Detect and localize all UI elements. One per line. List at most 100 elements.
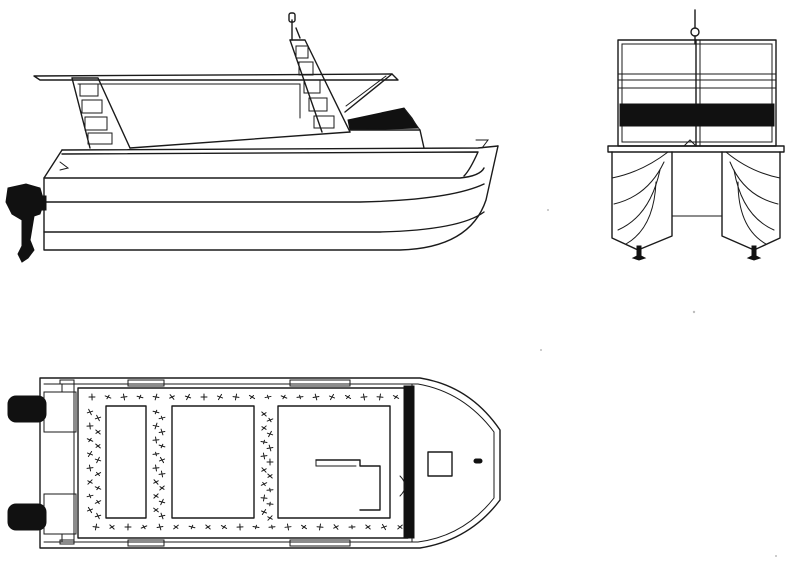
outboard-motor	[5, 183, 47, 263]
deck-texture-mark	[267, 516, 273, 520]
deck-texture-mark	[262, 481, 266, 487]
deck-texture-mark	[299, 394, 301, 400]
deck-texture-mark	[184, 395, 192, 399]
deck-texture-mark	[267, 474, 273, 478]
deck-texture-mark	[88, 437, 92, 443]
deck-texture-mark	[158, 473, 166, 475]
deck-texture-mark	[154, 409, 158, 415]
deck-texture-mark	[261, 426, 267, 430]
deck-texture-mark	[152, 439, 160, 441]
deck-texture-mark	[153, 480, 159, 484]
deck-texture-mark	[86, 508, 94, 512]
deck-texture-mark	[249, 394, 255, 400]
plan-view	[7, 377, 501, 549]
side-elevation-view	[5, 12, 499, 263]
deck-texture-mark	[142, 524, 146, 530]
right-hull	[721, 151, 781, 251]
deck-texture-mark	[255, 524, 257, 530]
deck-texture-mark	[158, 500, 166, 504]
deck-texture-mark	[205, 525, 211, 529]
deck-texture-mark	[158, 430, 166, 434]
deck-texture-mark	[263, 439, 265, 445]
hull	[43, 145, 499, 251]
deck-texture-mark	[380, 525, 388, 529]
deck-texture-mark	[96, 499, 100, 505]
deck-texture-mark	[156, 526, 164, 528]
hatch-middle	[171, 405, 255, 519]
deck-texture-mark	[152, 396, 160, 398]
deck-texture-mark	[153, 494, 159, 498]
deck-texture-mark	[282, 394, 286, 400]
deck-texture-mark	[260, 455, 268, 457]
deck-texture-mark	[160, 443, 164, 449]
deck-texture-mark	[86, 410, 94, 414]
dark-band	[619, 103, 775, 127]
deck-texture-mark	[94, 416, 102, 420]
deck-texture-mark	[94, 514, 102, 518]
deck-texture-mark	[316, 526, 324, 528]
rudders	[631, 245, 762, 261]
deck-texture-mark	[109, 525, 115, 529]
deck-texture-mark	[95, 444, 101, 448]
bow-cleat	[473, 458, 483, 464]
hatches	[105, 405, 391, 519]
outboard-starboard	[7, 503, 47, 531]
deck-texture-mark	[169, 395, 175, 399]
paper-specks	[540, 209, 777, 557]
deck-texture-mark	[360, 396, 368, 398]
deck-texture-mark	[268, 417, 272, 423]
bow-fitting	[475, 139, 489, 149]
stern-frame	[43, 379, 77, 545]
deck-texture-mark	[95, 430, 101, 434]
hatch-rear	[105, 405, 147, 519]
deck-texture-mark	[159, 486, 165, 490]
deck-texture-mark	[94, 458, 102, 462]
cross-hatched-deck	[73, 379, 413, 547]
deck-texture-mark	[394, 394, 398, 400]
deck-texture-mark	[232, 396, 240, 398]
deck-texture-mark	[120, 396, 128, 398]
canopy-frame	[617, 39, 777, 147]
deck-texture-mark	[261, 468, 267, 472]
deck-texture-mark	[397, 525, 403, 529]
deck-texture-mark	[158, 514, 166, 518]
twin-outboards	[7, 395, 47, 531]
deck-texture-mark	[96, 485, 100, 491]
deck-texture-mark	[301, 525, 307, 529]
deck-texture-mark	[106, 394, 110, 400]
deck-texture-mark	[86, 452, 94, 456]
deck-texture-mark	[261, 412, 267, 416]
console	[315, 459, 381, 511]
deck-texture-mark	[269, 487, 271, 493]
deck-texture-mark	[86, 467, 94, 469]
deck-texture-mark	[92, 526, 100, 528]
deck-texture-mark	[190, 524, 194, 530]
deck-texture-mark	[333, 525, 339, 529]
deck-texture-mark	[152, 467, 160, 469]
deck-texture-mark	[284, 526, 292, 528]
deck-texture-mark	[138, 394, 142, 400]
deck-texture-mark	[328, 395, 336, 399]
deck-texture-mark	[153, 508, 159, 512]
hatch-front	[277, 405, 391, 519]
deck-texture-mark	[155, 451, 157, 457]
deck-texture-mark	[266, 432, 274, 436]
left-hull	[611, 151, 673, 251]
deck-texture-mark	[160, 415, 164, 421]
deck-texture-mark	[216, 395, 224, 399]
deck-texture-mark	[88, 493, 92, 499]
deck-texture-mark	[260, 510, 268, 514]
windscreen-bar	[403, 385, 415, 539]
deck-texture-mark	[271, 524, 273, 530]
front-ladder-pillar	[288, 12, 351, 133]
deck-texture-mark	[158, 458, 166, 462]
deck-beam	[607, 145, 785, 153]
deck-texture-mark	[266, 447, 274, 449]
rear-elevation-view	[607, 9, 785, 261]
deck-texture-mark	[266, 394, 270, 400]
deck-texture-mark	[365, 525, 371, 529]
forward-hatch	[427, 451, 453, 477]
deck-texture-mark	[152, 424, 160, 428]
deck-texture-mark	[173, 525, 179, 529]
